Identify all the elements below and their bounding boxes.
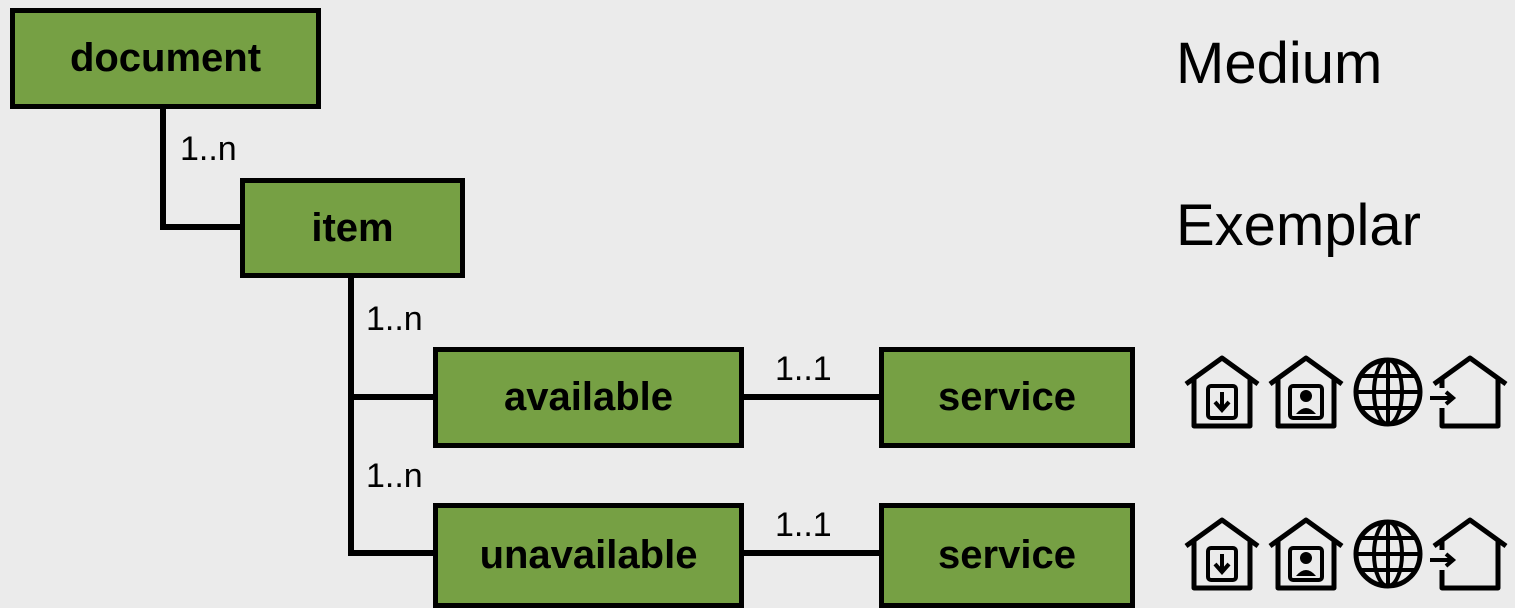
cardinality-item-unavailable: 1..n [366, 457, 423, 495]
house-download-icon [1184, 517, 1260, 591]
house-person-icon [1268, 355, 1344, 429]
connector-item-unavailable-horizontal [348, 550, 438, 556]
icon-row-unavailable [1180, 514, 1512, 594]
node-available: available [433, 347, 744, 448]
cardinality-available-service: 1..1 [775, 350, 832, 388]
house-download-icon [1184, 355, 1260, 429]
node-service-unavailable: service [879, 503, 1135, 608]
cardinality-document-item: 1..n [180, 130, 237, 168]
connector-document-item-horizontal [160, 224, 246, 230]
node-service-available: service [879, 347, 1135, 448]
house-enter-icon [1430, 355, 1508, 429]
connector-document-item-vertical [160, 106, 166, 230]
node-item: item [240, 178, 465, 278]
icon-row-available [1180, 352, 1512, 432]
label-exemplar: Exemplar [1176, 193, 1421, 258]
house-enter-icon [1430, 517, 1508, 591]
connector-unavailable-service [740, 550, 884, 556]
node-unavailable: unavailable [433, 503, 744, 608]
globe-icon [1353, 357, 1423, 427]
cardinality-item-available: 1..n [366, 300, 423, 338]
globe-icon [1353, 519, 1423, 589]
label-medium: Medium [1176, 31, 1383, 96]
house-person-icon [1268, 517, 1344, 591]
connector-item-children-vertical [348, 276, 354, 556]
connector-item-available-horizontal [348, 394, 438, 400]
cardinality-unavailable-service: 1..1 [775, 506, 832, 544]
connector-available-service [740, 394, 884, 400]
node-document: document [10, 8, 321, 109]
